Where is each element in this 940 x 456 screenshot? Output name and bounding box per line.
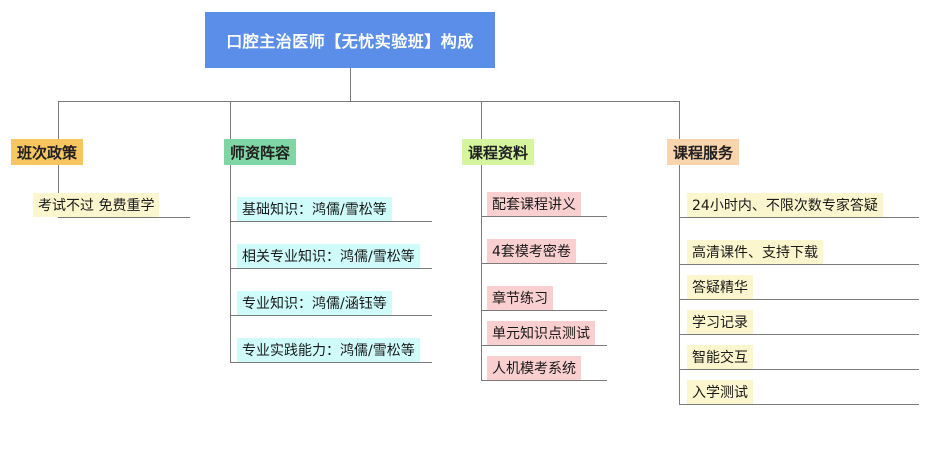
- branch-drop-line: [481, 101, 482, 139]
- branch-spine-line: [58, 165, 59, 217]
- branch-header-2[interactable]: 师资阵容: [224, 139, 297, 165]
- leaf-item-label: 相关专业知识：鸿儒/雪松等: [242, 249, 415, 265]
- root-node[interactable]: 口腔主治医师【无忧实验班】构成: [205, 12, 495, 68]
- leaf-item-label: 学习记录: [692, 315, 748, 331]
- leaf-underline: [481, 345, 607, 346]
- leaf-item[interactable]: 基础知识：鸿儒/雪松等: [237, 197, 392, 221]
- branch-header-label: 课程服务: [673, 143, 734, 162]
- leaf-item-label: 章节练习: [492, 291, 548, 307]
- leaf-item[interactable]: 智能交互: [687, 345, 753, 369]
- leaf-item[interactable]: 相关专业知识：鸿儒/雪松等: [237, 244, 420, 268]
- branch-header-4[interactable]: 课程服务: [667, 139, 740, 165]
- branch-header-label: 班次政策: [17, 143, 78, 162]
- root-stem-line: [350, 68, 351, 101]
- root-node-label: 口腔主治医师【无忧实验班】构成: [226, 32, 474, 51]
- leaf-underline: [230, 362, 432, 363]
- leaf-item[interactable]: 专业实践能力：鸿儒/雪松等: [237, 338, 420, 362]
- leaf-item[interactable]: 答疑精华: [687, 275, 753, 299]
- distribution-bus-line: [58, 101, 679, 102]
- leaf-item[interactable]: 配套课程讲义: [487, 192, 581, 216]
- branch-drop-line: [58, 101, 59, 139]
- leaf-item-label: 答疑精华: [692, 280, 748, 296]
- branch-drop-line: [230, 101, 231, 139]
- leaf-item[interactable]: 入学测试: [687, 380, 753, 404]
- leaf-item[interactable]: 高清课件、支持下载: [687, 240, 823, 264]
- branch-drop-line: [679, 101, 680, 139]
- leaf-underline: [679, 404, 919, 405]
- leaf-underline: [230, 315, 432, 316]
- branch-header-3[interactable]: 课程资料: [462, 139, 535, 165]
- leaf-underline: [481, 310, 607, 311]
- leaf-underline: [679, 334, 919, 335]
- leaf-underline: [679, 299, 919, 300]
- leaf-item[interactable]: 章节练习: [487, 286, 553, 310]
- leaf-item[interactable]: 4套模考密卷: [487, 239, 576, 263]
- branch-spine-line: [679, 165, 680, 404]
- leaf-item-label: 24小时内、不限次数专家答疑: [692, 198, 878, 214]
- branch-header-1[interactable]: 班次政策: [11, 139, 84, 165]
- leaf-underline: [679, 369, 919, 370]
- leaf-item-label: 配套课程讲义: [492, 197, 576, 213]
- leaf-underline: [58, 217, 190, 218]
- leaf-item[interactable]: 考试不过 免费重学: [33, 193, 160, 217]
- leaf-underline: [679, 264, 919, 265]
- leaf-underline: [481, 380, 607, 381]
- leaf-item-label: 考试不过 免费重学: [38, 198, 155, 214]
- leaf-underline: [481, 263, 607, 264]
- branch-spine-line: [481, 165, 482, 380]
- leaf-item[interactable]: 单元知识点测试: [487, 321, 595, 345]
- leaf-item[interactable]: 人机模考系统: [487, 356, 581, 380]
- branch-spine-line: [230, 165, 231, 362]
- leaf-item[interactable]: 24小时内、不限次数专家答疑: [687, 193, 883, 217]
- branch-header-label: 师资阵容: [230, 143, 291, 162]
- leaf-item-label: 单元知识点测试: [492, 326, 590, 342]
- leaf-underline: [230, 268, 432, 269]
- leaf-item-label: 人机模考系统: [492, 361, 576, 377]
- leaf-underline: [679, 217, 919, 218]
- leaf-item[interactable]: 学习记录: [687, 310, 753, 334]
- leaf-item-label: 专业实践能力：鸿儒/雪松等: [242, 343, 415, 359]
- leaf-item-label: 智能交互: [692, 350, 748, 366]
- leaf-item-label: 入学测试: [692, 385, 748, 401]
- leaf-item-label: 专业知识：鸿儒/涵钰等: [242, 296, 387, 312]
- leaf-item-label: 基础知识：鸿儒/雪松等: [242, 202, 387, 218]
- leaf-underline: [230, 221, 432, 222]
- branch-header-label: 课程资料: [468, 143, 529, 162]
- leaf-item-label: 4套模考密卷: [492, 244, 571, 260]
- leaf-underline: [481, 216, 607, 217]
- leaf-item-label: 高清课件、支持下载: [692, 245, 818, 261]
- leaf-item[interactable]: 专业知识：鸿儒/涵钰等: [237, 291, 392, 315]
